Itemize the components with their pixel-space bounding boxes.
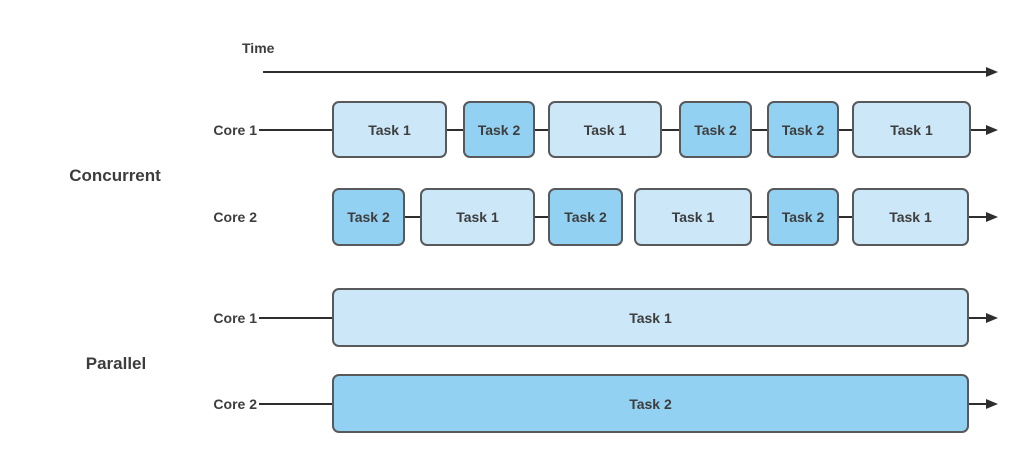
row-arrowhead-icon xyxy=(986,398,998,409)
task-box: Task 1 xyxy=(332,288,969,347)
track-line xyxy=(340,128,988,131)
core-label: Core 1 xyxy=(213,121,257,138)
task-box: Task 1 xyxy=(420,188,535,246)
task-box: Task 2 xyxy=(767,101,839,158)
section-label-parallel: Parallel xyxy=(85,354,147,373)
task-box: Task 1 xyxy=(634,188,752,246)
time-axis-label: Time xyxy=(242,40,275,56)
core-label: Core 2 xyxy=(213,209,257,225)
time-axis-line xyxy=(263,71,987,73)
task-box: Task 2 xyxy=(332,374,969,433)
task-box: Task 2 xyxy=(548,188,623,246)
task-box: Task 2 xyxy=(679,101,752,158)
task-box: Task 2 xyxy=(767,188,839,246)
task-box: Task 1 xyxy=(332,101,447,158)
time-axis-arrowhead-icon xyxy=(986,67,998,77)
task-box: Task 2 xyxy=(332,188,405,246)
row-arrowhead-icon xyxy=(986,124,998,135)
task-box: Task 2 xyxy=(463,101,535,158)
core-leader-line xyxy=(259,316,334,319)
section-label-concurrent: Concurrent xyxy=(69,166,161,185)
core-label: Core 2 xyxy=(213,395,257,412)
row-arrowhead-icon xyxy=(986,312,998,323)
task-box: Task 1 xyxy=(852,188,969,246)
task-box: Task 1 xyxy=(548,101,662,158)
core-leader-line xyxy=(259,402,334,405)
core-label: Core 1 xyxy=(213,309,257,326)
core-leader-line xyxy=(259,128,334,131)
task-box: Task 1 xyxy=(852,101,971,158)
row-arrowhead-icon xyxy=(986,212,998,222)
